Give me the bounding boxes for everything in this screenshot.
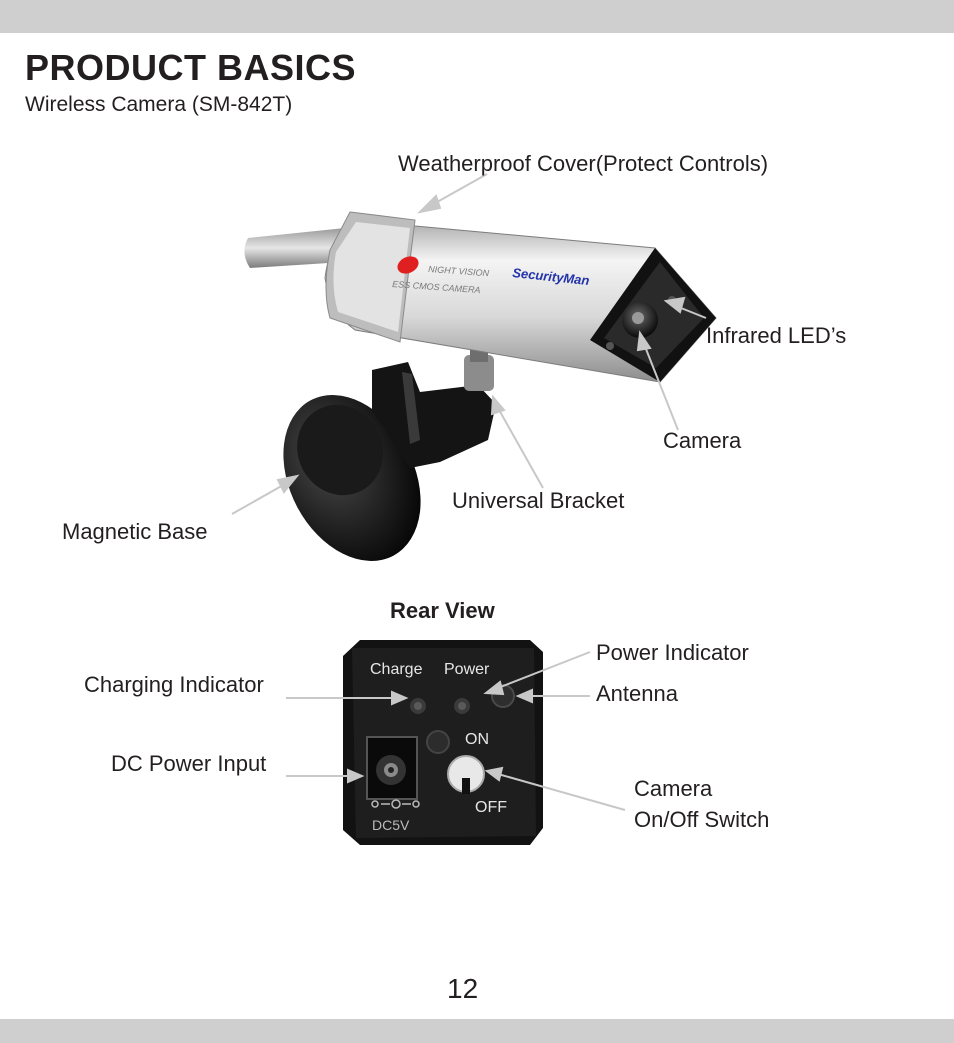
rear-dc5v-text: DC5V <box>372 817 410 833</box>
label-charging-indicator: Charging Indicator <box>84 672 264 697</box>
label-dc-power-input: DC Power Input <box>111 751 267 776</box>
front-leader-lines <box>231 173 707 515</box>
label-weatherproof-cover: Weatherproof Cover(Protect Controls) <box>398 151 769 176</box>
rear-view-title: Rear View <box>390 598 495 623</box>
label-universal-bracket: Universal Bracket <box>452 488 625 513</box>
label-power-indicator: Power Indicator <box>596 640 749 665</box>
page-title: PRODUCT BASICS <box>25 47 357 88</box>
page-number: 12 <box>447 973 479 1004</box>
rear-charge-text: Charge <box>370 661 423 678</box>
label-magnetic-base: Magnetic Base <box>62 519 208 544</box>
rear-leader-lines <box>286 651 626 811</box>
label-antenna: Antenna <box>596 681 678 706</box>
bottom-bar <box>0 1019 954 1043</box>
label-switch-line1: Camera <box>634 776 713 801</box>
camera-front-drawing: NIGHT VISION ESS CMOS CAMERA SecurityMan <box>244 211 717 561</box>
label-camera: Camera <box>663 428 742 453</box>
label-infrared-leds: Infrared LED’s <box>706 323 847 348</box>
camera-body-night-vision: NIGHT VISION <box>428 264 490 278</box>
rear-on-text: ON <box>465 731 489 748</box>
rear-power-text: Power <box>444 661 490 678</box>
top-bar <box>0 0 954 33</box>
label-switch-line2: On/Off Switch <box>634 807 770 832</box>
rear-off-text: OFF <box>475 799 507 816</box>
page-subtitle: Wireless Camera (SM-842T) <box>25 93 293 116</box>
